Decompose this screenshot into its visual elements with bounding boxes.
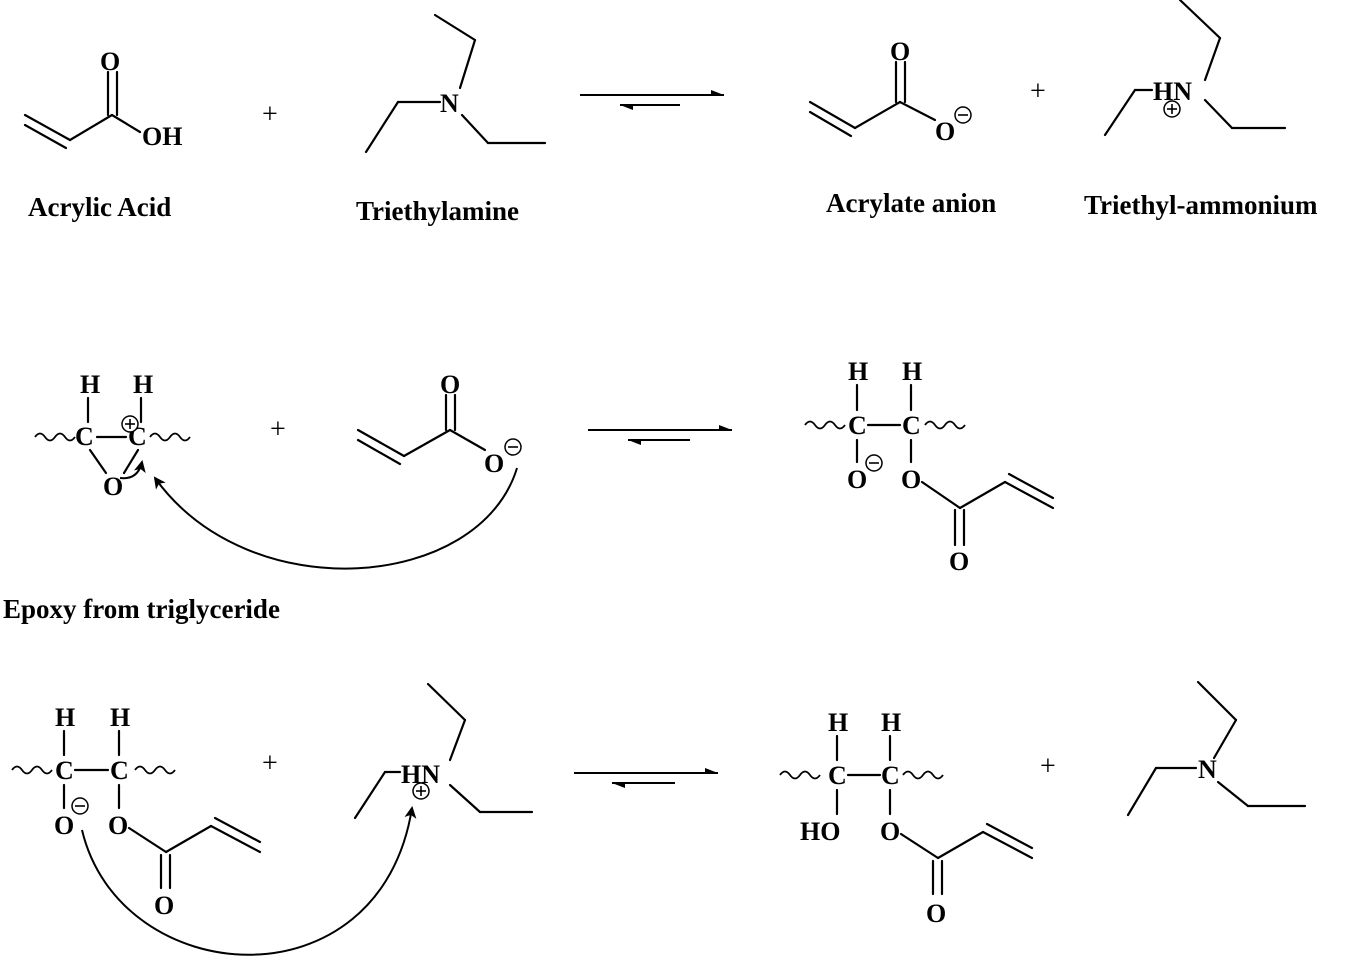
equilibrium-arrow-icon [580, 90, 724, 110]
carbon-atom: C [110, 756, 129, 785]
nitrogen-atom: N [440, 89, 459, 118]
carbonyl-oxygen-atom: O [100, 47, 120, 76]
hydrogen-atom: H [80, 370, 100, 399]
acrylated-triglyceride-product: H H C C HO O O [779, 708, 1034, 928]
hydrogen-atom: H [881, 708, 901, 737]
carbon-atom: C [828, 761, 847, 790]
carbonyl-oxygen-atom: O [890, 37, 910, 66]
alkoxide-ester-intermediate: H H C C O O O [804, 357, 1055, 576]
acrylate-anion-molecule: O O [808, 37, 972, 146]
curved-arrow-icon [81, 806, 417, 956]
hydrogen-atom: H [133, 370, 153, 399]
triethylamine-label: Triethylamine [356, 196, 519, 226]
triethyl-ammonium-molecule: HN [1103, 0, 1287, 137]
carbonyl-oxygen-atom: O [949, 547, 969, 576]
carbon-atom: C [75, 422, 94, 451]
plus-sign: + [270, 414, 286, 445]
epoxy-triglyceride-molecule: H H C C O [34, 370, 191, 501]
hydroxyl-group-atom: HO [800, 817, 840, 846]
carbon-atom: C [881, 761, 900, 790]
triethyl-ammonium-molecule: HN [353, 682, 534, 820]
triethylamine-molecule: N [364, 13, 547, 154]
epoxy-label: Epoxy from triglyceride [3, 594, 280, 624]
triethyl-ammonium-label: Triethyl-ammonium [1084, 190, 1318, 220]
alkoxide-oxygen-atom: O [847, 465, 867, 494]
plus-sign: + [1040, 751, 1056, 782]
acrylic-acid-molecule: O OH [23, 47, 182, 151]
plus-sign: + [262, 748, 278, 779]
triethylamine-molecule: N [1126, 680, 1307, 817]
positive-charge-icon [1163, 100, 1181, 118]
anionic-oxygen-atom: O [935, 117, 955, 146]
acrylate-anion-molecule: O O [356, 370, 522, 478]
carbonyl-oxygen-atom: O [154, 891, 174, 920]
curved-arrow-icon [153, 467, 518, 570]
negative-charge-icon [71, 797, 89, 815]
acrylic-acid-label: Acrylic Acid [28, 192, 171, 222]
plus-sign: + [262, 99, 278, 130]
hydrogen-atom: H [848, 357, 868, 386]
ester-oxygen-atom: O [880, 817, 900, 846]
carbonyl-oxygen-atom: O [440, 370, 460, 399]
ester-oxygen-atom: O [108, 811, 128, 840]
negative-charge-icon [865, 454, 883, 472]
positive-charge-icon [412, 782, 430, 800]
carbonyl-oxygen-atom: O [926, 899, 946, 928]
hydrogen-atom: H [828, 708, 848, 737]
hydroxyl-group-atom: OH [142, 122, 182, 151]
equilibrium-arrow-icon [588, 425, 732, 445]
negative-charge-icon [504, 438, 522, 456]
anionic-oxygen-atom: O [484, 449, 504, 478]
equilibrium-arrow-icon [574, 768, 718, 788]
carbon-atom: C [848, 411, 867, 440]
epoxide-oxygen-atom: O [103, 472, 123, 501]
alkoxide-oxygen-atom: O [54, 811, 74, 840]
curved-arrow-icon [119, 460, 146, 480]
hydrogen-atom: H [902, 357, 922, 386]
negative-charge-icon [954, 106, 972, 124]
alkoxide-ester-reactant: H H C C O O O [11, 703, 262, 920]
carbon-atom: C [55, 756, 74, 785]
ester-oxygen-atom: O [901, 465, 921, 494]
acrylate-anion-label: Acrylate anion [826, 188, 996, 218]
positive-charge-icon [121, 415, 139, 433]
hydrogen-atom: H [55, 703, 75, 732]
plus-sign: + [1030, 76, 1046, 107]
hydrogen-atom: H [110, 703, 130, 732]
nitrogen-atom: N [1198, 755, 1217, 784]
carbon-atom: C [902, 411, 921, 440]
